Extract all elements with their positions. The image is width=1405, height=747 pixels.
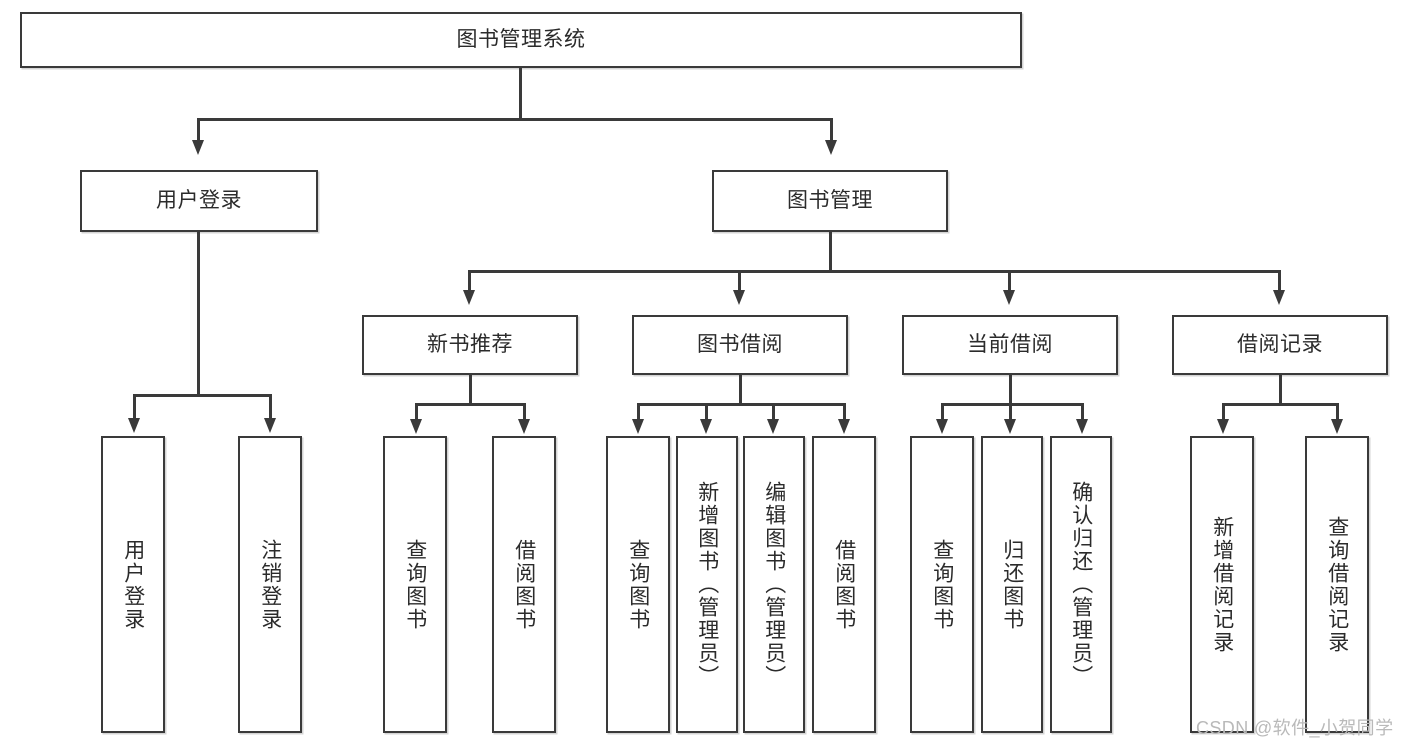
connector-root-bus xyxy=(197,118,833,121)
node-label: 查询图书 xyxy=(626,538,650,631)
arrowhead-new-book xyxy=(463,290,475,305)
connector-book-manage-stem xyxy=(829,232,832,272)
connector-current-borrow-drop-3 xyxy=(1081,403,1084,421)
connector-to-new-book xyxy=(468,270,471,292)
node-label: 编辑图书（管理员） xyxy=(762,481,786,688)
connector-book-borrow-drop-1 xyxy=(637,403,640,421)
connector-user-login-bus xyxy=(133,394,271,397)
connector-book-borrow-drop-4 xyxy=(843,403,846,421)
node-label: 图书管理系统 xyxy=(456,27,586,51)
leaf-query-book-recommend[interactable]: 查询图书 xyxy=(383,436,447,733)
node-label: 借阅图书 xyxy=(832,538,856,631)
node-borrow-record[interactable]: 借阅记录 xyxy=(1172,315,1388,375)
connector-book-borrow-bus xyxy=(637,403,845,406)
arrowhead-user-login xyxy=(192,140,204,155)
node-label: 用户登录 xyxy=(156,188,242,212)
arrowhead-leaf-query-book-1 xyxy=(410,419,422,434)
leaf-return-book[interactable]: 归还图书 xyxy=(981,436,1043,733)
node-label: 确认归还（管理员） xyxy=(1069,481,1093,688)
arrowhead-leaf-return-book xyxy=(1004,419,1016,434)
leaf-add-borrow-record[interactable]: 新增借阅记录 xyxy=(1190,436,1254,733)
connector-book-borrow-drop-3 xyxy=(772,403,775,421)
node-label: 归还图书 xyxy=(1000,538,1024,631)
leaf-confirm-return-admin[interactable]: 确认归还（管理员） xyxy=(1050,436,1112,733)
connector-user-login-stem xyxy=(197,232,200,396)
connector-current-borrow-drop-2 xyxy=(1009,403,1012,421)
node-label: 新增借阅记录 xyxy=(1210,515,1234,654)
connector-current-borrow-drop-1 xyxy=(941,403,944,421)
connector-level3-bus xyxy=(468,270,1280,273)
leaf-logout[interactable]: 注销登录 xyxy=(238,436,302,733)
leaf-borrow-book-recommend[interactable]: 借阅图书 xyxy=(492,436,556,733)
arrowhead-book-borrow xyxy=(733,290,745,305)
node-label: 当前借阅 xyxy=(967,332,1053,356)
connector-current-borrow-stem xyxy=(1009,375,1012,405)
arrowhead-leaf-user-login xyxy=(128,418,140,433)
leaf-query-borrow-record[interactable]: 查询借阅记录 xyxy=(1305,436,1369,733)
leaf-edit-book-admin[interactable]: 编辑图书（管理员） xyxy=(743,436,805,733)
connector-to-current-borrow xyxy=(1008,270,1011,292)
leaf-query-book-borrow[interactable]: 查询图书 xyxy=(606,436,670,733)
connector-user-login-right-drop xyxy=(269,394,272,420)
connector-root-stem xyxy=(519,68,522,120)
connector-borrow-record-stem xyxy=(1279,375,1282,405)
arrowhead-leaf-query-record xyxy=(1331,419,1343,434)
node-label: 借阅记录 xyxy=(1237,332,1323,356)
node-label: 查询图书 xyxy=(930,538,954,631)
connector-book-borrow-drop-2 xyxy=(705,403,708,421)
node-user-login[interactable]: 用户登录 xyxy=(80,170,318,232)
connector-root-to-book-manage xyxy=(830,118,833,142)
arrowhead-leaf-query-book-3 xyxy=(936,419,948,434)
arrowhead-borrow-record xyxy=(1273,290,1285,305)
arrowhead-leaf-add-book xyxy=(700,419,712,434)
arrowhead-leaf-confirm-return xyxy=(1076,419,1088,434)
connector-new-book-drop-1 xyxy=(415,403,418,421)
arrowhead-leaf-edit-book xyxy=(767,419,779,434)
node-root-system[interactable]: 图书管理系统 xyxy=(20,12,1022,68)
connector-user-login-left-drop xyxy=(133,394,136,420)
csdn-watermark: CSDN @软件_小贺同学 xyxy=(1196,718,1394,738)
connector-current-borrow-bus xyxy=(941,403,1083,406)
arrowhead-book-manage xyxy=(825,140,837,155)
node-label: 借阅图书 xyxy=(512,538,536,631)
arrowhead-leaf-query-book-2 xyxy=(632,419,644,434)
arrowhead-leaf-logout xyxy=(264,418,276,433)
node-book-manage[interactable]: 图书管理 xyxy=(712,170,948,232)
node-label: 图书管理 xyxy=(787,188,873,212)
arrowhead-leaf-borrow-book-2 xyxy=(838,419,850,434)
connector-root-to-user-login xyxy=(197,118,200,142)
node-label: 新书推荐 xyxy=(427,332,513,356)
node-label: 图书借阅 xyxy=(697,332,783,356)
connector-to-borrow-record xyxy=(1278,270,1281,292)
node-current-borrow[interactable]: 当前借阅 xyxy=(902,315,1118,375)
node-label: 用户登录 xyxy=(121,538,145,631)
leaf-borrow-book[interactable]: 借阅图书 xyxy=(812,436,876,733)
connector-borrow-record-drop-1 xyxy=(1222,403,1225,421)
leaf-add-book-admin[interactable]: 新增图书（管理员） xyxy=(676,436,738,733)
arrowhead-current-borrow xyxy=(1003,290,1015,305)
connector-new-book-stem xyxy=(469,375,472,405)
connector-to-book-borrow xyxy=(738,270,741,292)
connector-book-borrow-stem xyxy=(739,375,742,405)
arrowhead-leaf-borrow-book-1 xyxy=(518,419,530,434)
leaf-query-book-current[interactable]: 查询图书 xyxy=(910,436,974,733)
connector-borrow-record-bus xyxy=(1222,403,1338,406)
connector-new-book-bus xyxy=(415,403,525,406)
connector-new-book-drop-2 xyxy=(523,403,526,421)
node-new-book-recommend[interactable]: 新书推荐 xyxy=(362,315,578,375)
leaf-user-login[interactable]: 用户登录 xyxy=(101,436,165,733)
node-label: 注销登录 xyxy=(258,538,282,631)
node-label: 查询借阅记录 xyxy=(1325,515,1349,654)
arrowhead-leaf-add-record xyxy=(1217,419,1229,434)
node-label: 新增图书（管理员） xyxy=(695,481,719,688)
node-book-borrow[interactable]: 图书借阅 xyxy=(632,315,848,375)
node-label: 查询图书 xyxy=(403,538,427,631)
connector-borrow-record-drop-2 xyxy=(1336,403,1339,421)
